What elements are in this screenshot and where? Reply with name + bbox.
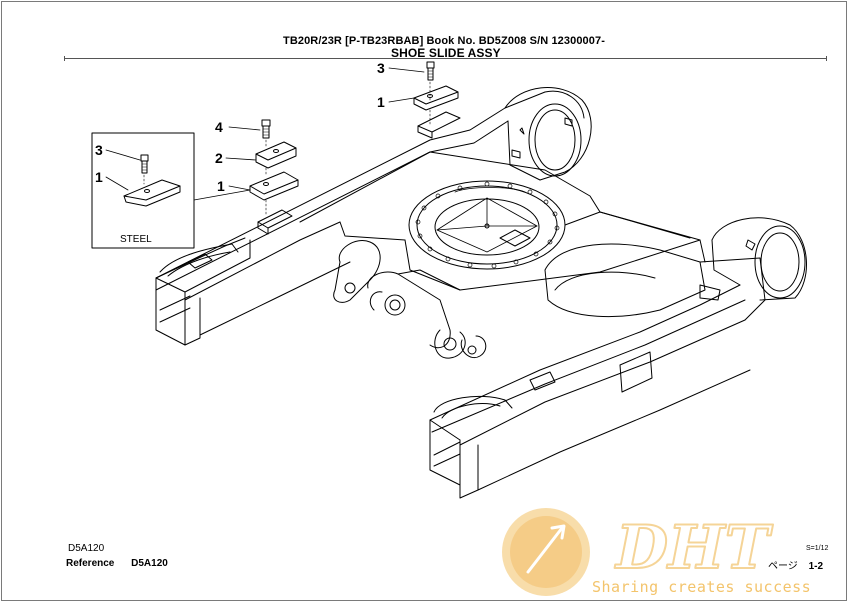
callout-1-inset: 1: [95, 169, 103, 185]
watermark-brand: DHT: [614, 513, 774, 583]
center-body: [299, 151, 706, 291]
page-title: SHOE SLIDE ASSY: [391, 46, 501, 60]
model-line: TB20R/23R [P-TB23RBAB] Book No. BD5Z008 …: [283, 35, 605, 47]
footer-code: D5A120: [68, 543, 105, 554]
exploded-part-left: [249, 119, 299, 217]
leader-lines: [105, 67, 425, 191]
idler-housing-top: [504, 87, 592, 181]
shoe-slide-mounted: [187, 111, 461, 269]
blade-brackets: [333, 240, 487, 359]
callout-3-top: 3: [377, 60, 385, 76]
reference-value: D5A120: [131, 558, 168, 569]
footer-page: ページ 1-2: [768, 557, 823, 572]
header-rule: [64, 58, 826, 59]
header-rule-tick-left: [64, 56, 65, 61]
page-value: 1-2: [808, 561, 824, 572]
exploded-part-top: [413, 61, 459, 125]
callout-1-left: 1: [217, 178, 225, 194]
cross-member: [544, 243, 766, 321]
callout-4: 4: [215, 119, 223, 135]
callout-1-top: 1: [377, 94, 385, 110]
footer-scale: S=1/12: [806, 545, 829, 552]
footer-reference: Reference D5A120: [66, 558, 168, 569]
page-label: ページ: [768, 561, 798, 572]
bearing-bolt-holes: [415, 181, 560, 269]
watermark-tagline: Sharing creates success: [592, 578, 812, 596]
reference-label: Reference: [66, 558, 115, 569]
callout-3-inset: 3: [95, 142, 103, 158]
callout-2: 2: [215, 150, 223, 166]
inset-caption: STEEL: [120, 234, 152, 245]
inset-box: [91, 132, 251, 249]
track-frame-lower-beam: [429, 284, 751, 499]
track-frame-upper-beam: [155, 91, 546, 346]
watermark-logo: DHT: [502, 508, 775, 596]
header-rule-tick-right: [826, 56, 827, 61]
idler-housing-right: [711, 217, 807, 301]
